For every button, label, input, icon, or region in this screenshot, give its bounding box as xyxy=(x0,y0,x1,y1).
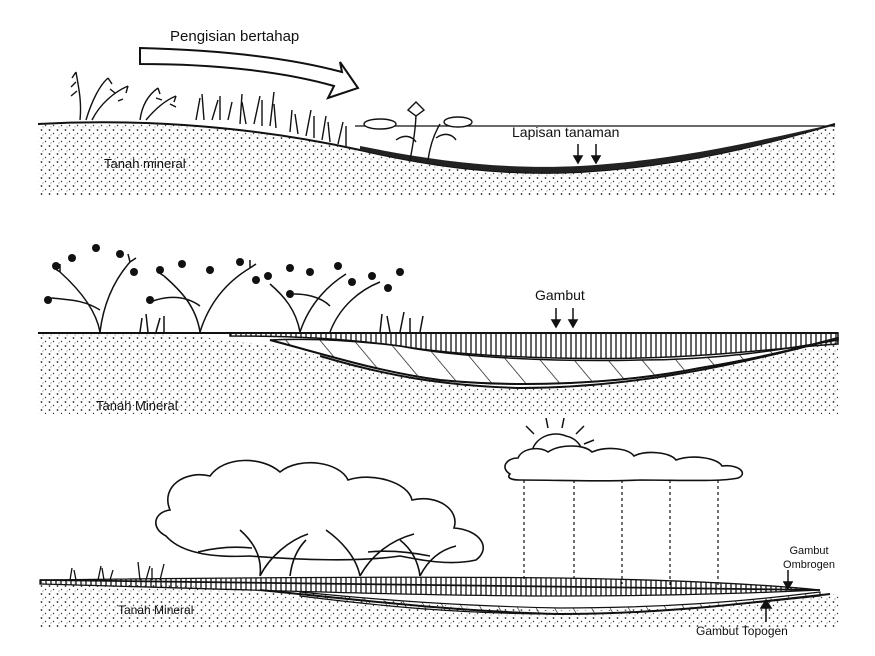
ground-plants xyxy=(69,561,165,581)
mineral-soil-label-1: Tanah mineral xyxy=(104,156,186,171)
reed-plants xyxy=(70,71,347,146)
panel-2-peat-accumulation xyxy=(38,244,839,414)
rainfall-lines xyxy=(523,480,719,588)
topogenous-peat-label: Gambut Topogen xyxy=(696,624,788,638)
peat-arrows xyxy=(550,308,579,329)
mineral-soil-1 xyxy=(38,122,835,196)
water-lily-plants xyxy=(363,101,473,161)
infilling-arrow xyxy=(139,46,360,100)
peat-upper-layer xyxy=(229,332,839,360)
rain-cloud xyxy=(504,445,744,482)
vegetation-arrows xyxy=(572,144,602,165)
ombrogenous-label-line-1: Gambut xyxy=(789,545,829,557)
shrub-berries xyxy=(44,244,404,304)
mineral-soil-label-2: Tanah Mineral xyxy=(96,398,178,413)
vegetation-layer xyxy=(360,124,835,173)
gradual-infilling-label: Pengisian bertahap xyxy=(170,28,300,45)
mineral-soil-2 xyxy=(38,332,838,414)
panel-3-ombrogenous-peat xyxy=(39,417,840,628)
ombrogen-arrow xyxy=(782,570,794,591)
shrub-vegetation xyxy=(45,253,424,333)
ombrogenous-peat-label: Gambut Ombrogen xyxy=(783,544,835,572)
vegetation-layer-label: Lapisan tanaman xyxy=(512,124,620,140)
panel-1-gradual-infilling xyxy=(37,46,836,196)
peat-label: Gambut xyxy=(535,287,585,303)
topogen-arrow xyxy=(759,598,773,622)
mineral-soil-label-3: Tanah Mineral xyxy=(118,603,194,617)
forest-trees xyxy=(155,459,484,577)
ombrogenous-label-line-2: Ombrogen xyxy=(783,559,835,571)
